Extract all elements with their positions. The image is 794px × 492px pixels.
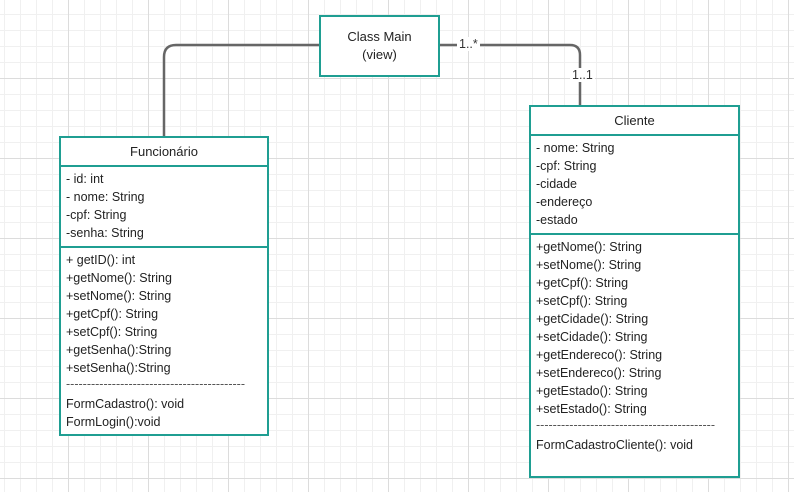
attribute-row: -cpf: String [536, 159, 597, 173]
cliente-attributes: - nome: String -cpf: String -cidade -end… [531, 136, 738, 233]
connector-main-cliente [440, 43, 582, 105]
class-funcionario-title: Funcionário [61, 138, 267, 167]
method-row: +getNome(): String [66, 271, 172, 285]
method-row: +setCidade(): String [536, 330, 648, 344]
method-row: +setNome(): String [66, 289, 172, 303]
method-row: +getEndereco(): String [536, 348, 663, 362]
method-row: FormLogin():void [66, 415, 161, 429]
method-row: FormCadastro(): void [66, 397, 185, 411]
attribute-row: -endereço [536, 195, 593, 209]
multiplicity-main-side: 1..* [457, 37, 480, 51]
class-cliente-box[interactable]: Cliente - nome: String -cpf: String -cid… [529, 105, 740, 478]
funcionario-attributes: - id: int - nome: String -cpf: String -s… [61, 167, 267, 246]
method-row: +getCpf(): String [536, 276, 629, 290]
cliente-methods: +getNome(): String +setNome(): String +g… [531, 233, 738, 458]
connector-main-funcionario [162, 43, 319, 136]
attribute-row: -cidade [536, 177, 577, 191]
attribute-row: -cpf: String [66, 208, 127, 222]
method-row: + getID(): int [66, 253, 136, 267]
method-row: +setEstado(): String [536, 402, 647, 416]
class-main-box[interactable]: Class Main (view) [319, 15, 440, 77]
method-row: +getNome(): String [536, 240, 642, 254]
method-row: +setNome(): String [536, 258, 642, 272]
funcionario-methods: + getID(): int +getNome(): String +setNo… [61, 246, 267, 435]
class-cliente-title: Cliente [531, 107, 738, 136]
method-row: +getSenha():String [66, 343, 172, 357]
method-row: +getCpf(): String [66, 307, 159, 321]
attribute-row: - nome: String [536, 141, 615, 155]
class-main-title: Class Main [347, 29, 412, 44]
method-row: +getCidade(): String [536, 312, 649, 326]
method-row: +setSenha():String [66, 361, 171, 375]
method-separator: ----------------------------------------… [536, 418, 715, 432]
method-separator: ----------------------------------------… [66, 377, 245, 391]
multiplicity-cliente-side: 1..1 [570, 68, 595, 82]
method-row: +setEndereco(): String [536, 366, 662, 380]
attribute-row: -estado [536, 213, 578, 227]
class-main-subtitle: (view) [362, 47, 397, 62]
method-row: +setCpf(): String [536, 294, 628, 308]
method-row: +setCpf(): String [66, 325, 158, 339]
method-row: FormCadastroCliente(): void [536, 438, 693, 452]
attribute-row: - nome: String [66, 190, 145, 204]
attribute-row: - id: int [66, 172, 104, 186]
attribute-row: -senha: String [66, 226, 144, 240]
class-funcionario-box[interactable]: Funcionário - id: int - nome: String -cp… [59, 136, 269, 436]
method-row: +getEstado(): String [536, 384, 648, 398]
